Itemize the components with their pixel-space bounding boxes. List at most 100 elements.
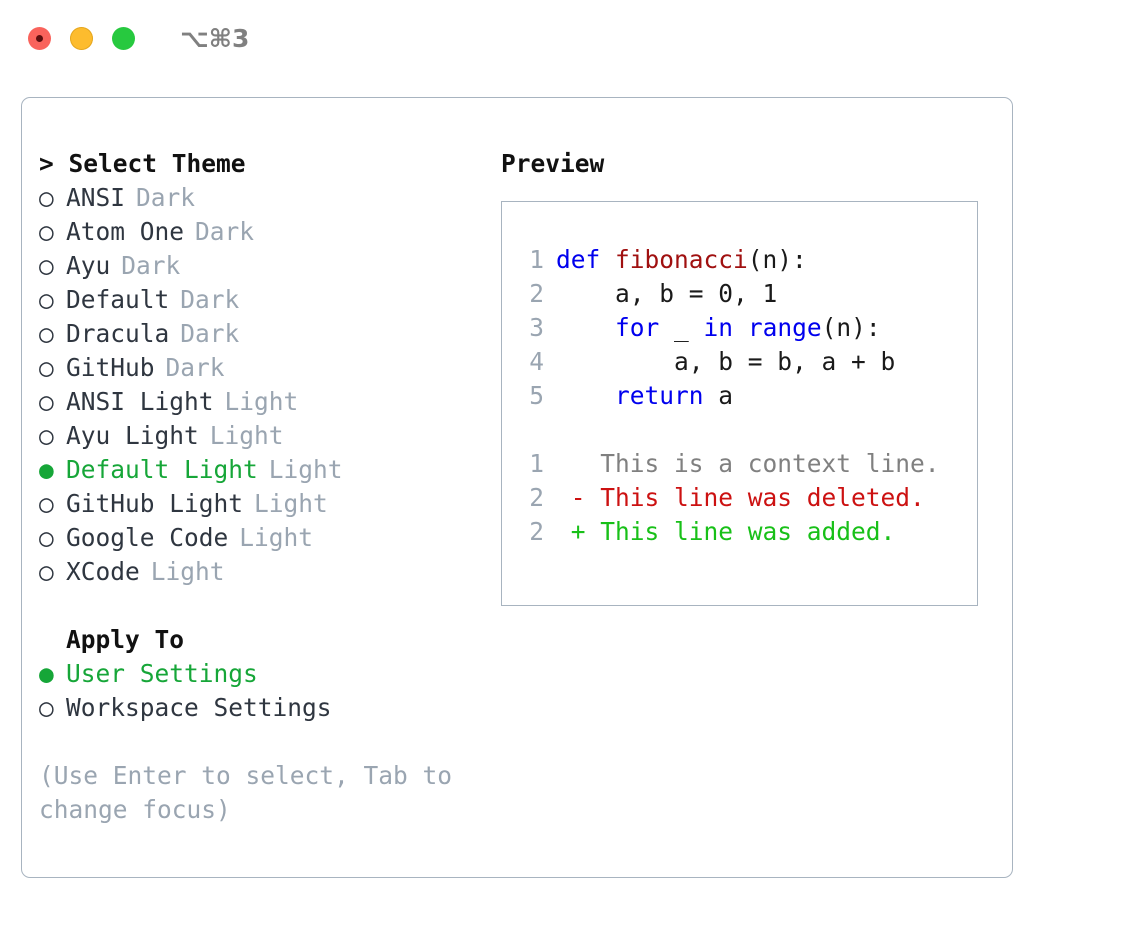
theme-option-label: Ayu Light [66,421,199,450]
theme-option-atom-one[interactable]: ○ Atom One Dark [39,215,499,249]
hint-spacer [39,725,499,759]
diff-line: 2 + This line was added. [518,515,977,549]
code-token: a, b = 0, 1 [556,279,778,308]
title-bar: ⌥⌘3 [0,0,1140,76]
code-line: 4 a, b = b, a + b [518,345,977,379]
maximize-button[interactable] [112,26,135,50]
minimize-button[interactable] [70,26,93,50]
code-text: a, b = 0, 1 [556,277,777,311]
radio-unselected-icon[interactable]: ○ [39,183,54,212]
diff-text: - This line was deleted. [556,483,925,512]
theme-option-default-light[interactable]: ● Default Light Light [39,453,499,487]
theme-option-tag: Light [150,557,225,586]
theme-option-xcode[interactable]: ○ XCode Light [39,555,499,589]
theme-option-tag: Light [224,387,299,416]
theme-option-label: Default Light [66,455,258,484]
radio-unselected-icon[interactable]: ○ [39,557,54,586]
theme-option-tag: Light [254,489,328,518]
code-line: 3 for _ in range(n): [518,311,977,345]
line-number: 3 [529,313,544,342]
radio-unselected-icon[interactable]: ○ [39,319,54,348]
theme-option-label: ANSI [66,183,126,212]
code-token: a, b = b, a + b [556,347,896,376]
code-token: return [615,381,704,410]
line-number: 5 [529,381,544,410]
theme-option-ayu-light[interactable]: ○ Ayu Light Light [39,419,499,453]
theme-option-label: Default [66,285,170,314]
code-token [733,313,748,342]
apply-to-option-workspace-settings[interactable]: ○ Workspace Settings [39,691,499,725]
select-theme-heading: > Select Theme [39,149,246,178]
diff-text: + This line was added. [556,517,896,546]
theme-option-label: XCode [66,557,140,586]
theme-option-google-code[interactable]: ○ Google Code Light [39,521,499,555]
theme-option-tag: Dark [165,353,225,382]
code-diff-gap [518,413,977,447]
code-token [556,313,615,342]
diff-line: 1 This is a context line. [518,447,977,481]
theme-option-tag: Dark [195,217,255,246]
code-token: _ [659,313,704,342]
theme-option-label: Google Code [66,523,229,552]
theme-option-label: Atom One [66,217,185,246]
code-token: range [747,313,822,342]
code-token: in [703,313,734,342]
theme-option-default[interactable]: ○ Default Dark [39,283,499,317]
theme-option-tag: Light [268,455,343,484]
apply-to-option-user-settings[interactable]: ● User Settings [39,657,499,691]
radio-unselected-icon[interactable]: ○ [39,217,54,246]
code-line: 5 return a [518,379,977,413]
radio-unselected-icon[interactable]: ○ [39,421,54,450]
preview-title: Preview [501,149,605,178]
code-token: for [615,313,660,342]
radio-unselected-icon[interactable]: ○ [39,387,54,416]
window-controls [28,26,135,50]
apply-to-heading: Apply To [66,625,185,654]
theme-option-tag: Dark [121,251,181,280]
radio-unselected-icon[interactable]: ○ [39,523,54,552]
radio-unselected-icon[interactable]: ○ [39,251,54,280]
theme-option-tag: Dark [180,285,240,314]
code-token [556,381,615,410]
theme-option-tag: Light [239,523,314,552]
line-number: 2 [529,483,544,512]
theme-option-tag: Light [209,421,284,450]
theme-option-tag: Dark [136,183,196,212]
line-number: 2 [529,279,544,308]
apply-to-option-label: User Settings [66,659,258,688]
radio-unselected-icon[interactable]: ○ [39,693,54,722]
radio-unselected-icon[interactable]: ○ [39,489,54,518]
code-token: (n): [747,245,807,274]
code-text: def fibonacci(n): [556,243,807,277]
radio-unselected-icon[interactable]: ○ [39,353,54,382]
code-text: a, b = b, a + b [556,345,895,379]
list-spacer [39,589,499,623]
line-number: 1 [529,449,544,478]
code-token: (n): [821,313,881,342]
code-token: def [556,245,616,274]
radio-selected-icon[interactable]: ● [39,455,54,484]
close-button[interactable] [28,26,51,50]
code-token: fibonacci [615,245,748,274]
apply-to-option-label: Workspace Settings [66,693,332,722]
theme-option-label: ANSI Light [66,387,214,416]
code-token: a [703,381,734,410]
theme-option-ansi-light[interactable]: ○ ANSI Light Light [39,385,499,419]
line-number: 2 [529,517,544,546]
radio-selected-icon[interactable]: ● [39,659,54,688]
theme-option-label: Dracula [66,319,170,348]
code-line: 2 a, b = 0, 1 [518,277,977,311]
radio-unselected-icon[interactable]: ○ [39,285,54,314]
theme-option-ansi[interactable]: ○ ANSI Dark [39,181,499,215]
